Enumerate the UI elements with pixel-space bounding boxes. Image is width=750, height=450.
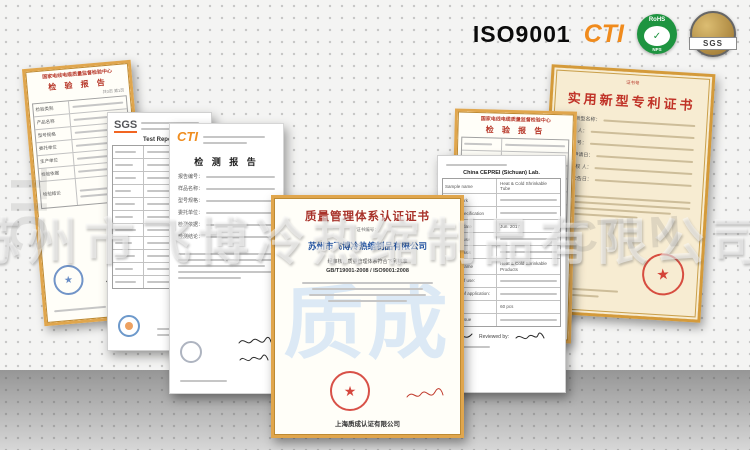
body-lines [302, 282, 433, 302]
cti-test-report-certificate: CTI 检 测 报 告 报告编号： 样品名称： 型号规格： 委托单位： 检测依据… [169, 123, 284, 394]
field-row: 检测依据： [178, 221, 275, 228]
patent-red-seal: ★ [640, 251, 686, 298]
report-header-row: CTI [170, 124, 283, 148]
body-line: 经审核，质量管理体系符合下列标准 [327, 259, 408, 265]
cti-logo: CTI [583, 19, 624, 48]
certification-badges: ISO9001 CTI RoHS ✓ NPS SGS [472, 11, 737, 57]
quality-management-certificate: 质成 质量管理体系认证证书 证书编号： 苏州市飞博冷热缩制品有限公司 经审核，质… [271, 195, 464, 438]
report-header: 国家电线电缆质量监督检验中心 [480, 116, 551, 124]
paragraph-lines [170, 245, 283, 279]
reviewed-label: Reviewed by: [479, 333, 510, 340]
field-row: 报告编号： [178, 173, 275, 180]
table-row: Type / Specification [443, 206, 560, 220]
report-title: 检 验 报 告 [485, 125, 546, 136]
standard-line: GB/T19001-2008 / ISO9001:2008 [326, 268, 409, 274]
cert-no-label: 证书编号： [356, 227, 379, 232]
footer-lines [180, 376, 273, 386]
iso9001-label: ISO9001 [472, 20, 571, 47]
rohs-badge: RoHS ✓ NPS [637, 14, 677, 54]
red-script-decoration [406, 388, 444, 398]
sgs-logo: SGS [114, 118, 138, 133]
footer-lines [438, 345, 565, 348]
signature [239, 354, 269, 362]
cti-logo: CTI [177, 129, 198, 144]
issuer-name: 上海质成认证有限公司 [335, 421, 400, 428]
report-title: 检 测 报 告 [194, 157, 259, 167]
field-row: 检测结论： [178, 233, 275, 240]
company-name: 苏州市飞博冷热缩制品有限公司 [307, 241, 427, 251]
field-row: 样品名称： [178, 185, 275, 192]
rohs-sub-label: NPS [652, 47, 662, 52]
sgs-label: SGS [689, 37, 737, 50]
sgs-round-stamp [118, 315, 140, 337]
field-row: 型号规格： [178, 197, 275, 204]
rohs-label: RoHS [648, 17, 666, 23]
blue-stamp: ★ [52, 263, 85, 297]
report-title: Test Report [143, 137, 176, 143]
certificate-title: 质量管理体系认证证书 [305, 211, 430, 223]
round-stamp [180, 341, 202, 363]
field-row: 委托单位： [178, 209, 275, 216]
header-lines [438, 156, 565, 166]
table-row: Number of application: [443, 286, 560, 300]
header-lines [202, 130, 276, 148]
red-seal: ★ [330, 371, 370, 411]
signature [515, 332, 545, 339]
signature [238, 336, 272, 344]
sgs-badge: SGS [689, 11, 737, 57]
lab-name: China CEPREI (Sichuan) Lab. [463, 170, 540, 176]
report-fields: 报告编号： 样品名称： 型号规格： 委托单位： 检测依据： 检测结论： [170, 173, 283, 240]
rohs-check-icon: ✓ [644, 26, 670, 46]
